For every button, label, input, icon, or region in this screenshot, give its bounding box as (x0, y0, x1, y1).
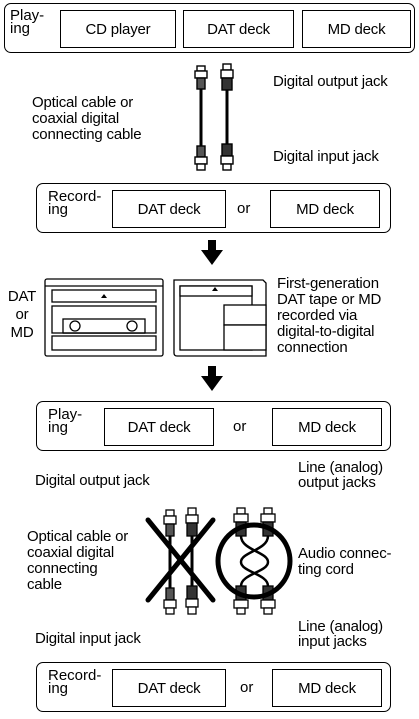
line-input-line2: input jacks (298, 633, 367, 650)
first-generation-line3: recorded via (277, 307, 358, 324)
dat-or-md-label: DAT or MD (5, 288, 39, 342)
playing-label-line2: ing (10, 20, 31, 37)
optical-cable-label-line3: connecting cable (32, 126, 142, 143)
digital-output-jack-label: Digital output jack (273, 73, 388, 90)
first-generation-line5: connection (277, 339, 348, 356)
line-output-jacks-label: Line (analog) output jacks (298, 460, 383, 490)
dat-deck-box-rec1: DAT deck (112, 190, 226, 228)
optical-cable-2-line4: cable (27, 576, 62, 593)
dat-deck-box-play2: DAT deck (104, 408, 214, 446)
audio-cord-line1: Audio connec- (298, 545, 392, 562)
playing-label-line1: Play- (10, 7, 45, 24)
dat-deck-box: DAT deck (183, 10, 294, 48)
optical-cable-label-2: Optical cable or coaxial digital connect… (27, 529, 128, 593)
optical-cable-label-line2: coaxial digital (32, 110, 120, 127)
or-label-rec1: or (237, 200, 251, 217)
optical-cable-2-line3: connecting (27, 560, 98, 577)
digital-input-jack-label: Digital input jack (273, 148, 379, 165)
line-input-jacks-label: Line (analog) input jacks (298, 619, 383, 649)
cd-player-box: CD player (60, 10, 176, 48)
recording-label-2: Record- ing (48, 667, 102, 697)
dat-or-md-line3: MD (10, 324, 34, 341)
optical-cable-2-line1: Optical cable or (27, 528, 129, 545)
playing-label-2: Play- ing (48, 406, 83, 436)
audio-cord-line2: ting cord (298, 561, 354, 578)
playing-row-top (4, 3, 415, 53)
optical-cable-label-line1: Optical cable or (32, 94, 134, 111)
or-label-play2: or (233, 418, 247, 435)
recording-row-2 (36, 662, 391, 712)
line-output-line2: output jacks (298, 474, 376, 491)
recording-label-1-line1: Record- (48, 188, 102, 205)
optical-cable-label: Optical cable or coaxial digital connect… (32, 94, 142, 143)
md-deck-box: MD deck (302, 10, 411, 48)
recording-label-2-line1: Record- (48, 667, 102, 684)
md-deck-box-rec2: MD deck (272, 669, 382, 707)
optical-cable-2-line2: coaxial digital (27, 544, 115, 561)
line-output-line1: Line (analog) (298, 459, 383, 476)
recording-label-1: Record- ing (48, 188, 102, 218)
dat-or-md-line2: or (15, 306, 29, 323)
playing-label-2-line2: ing (48, 419, 69, 436)
first-generation-line1: First-generation (277, 275, 379, 292)
recording-label-2-line2: ing (48, 680, 69, 697)
dat-or-md-line1: DAT (7, 288, 37, 305)
dat-deck-box-rec2: DAT deck (112, 669, 226, 707)
recording-row-1 (36, 183, 391, 233)
first-generation-label: First-generation DAT tape or MD recorded… (277, 276, 381, 356)
md-deck-box-rec1: MD deck (270, 190, 380, 228)
playing-label: Play- ing (10, 7, 45, 37)
line-input-line1: Line (analog) (298, 618, 383, 635)
playing-row-2 (36, 401, 391, 451)
recording-label-1-line2: ing (48, 201, 69, 218)
md-deck-box-play2: MD deck (272, 408, 382, 446)
digital-output-jack-label-2: Digital output jack (35, 472, 150, 489)
audio-cord-label: Audio connec- ting cord (298, 546, 391, 578)
digital-input-jack-label-2: Digital input jack (35, 630, 141, 647)
or-label-rec2: or (240, 679, 254, 696)
first-generation-line2: DAT tape or MD (277, 291, 382, 308)
playing-label-2-line1: Play- (48, 406, 83, 423)
first-generation-line4: digital-to-digital (277, 323, 375, 340)
